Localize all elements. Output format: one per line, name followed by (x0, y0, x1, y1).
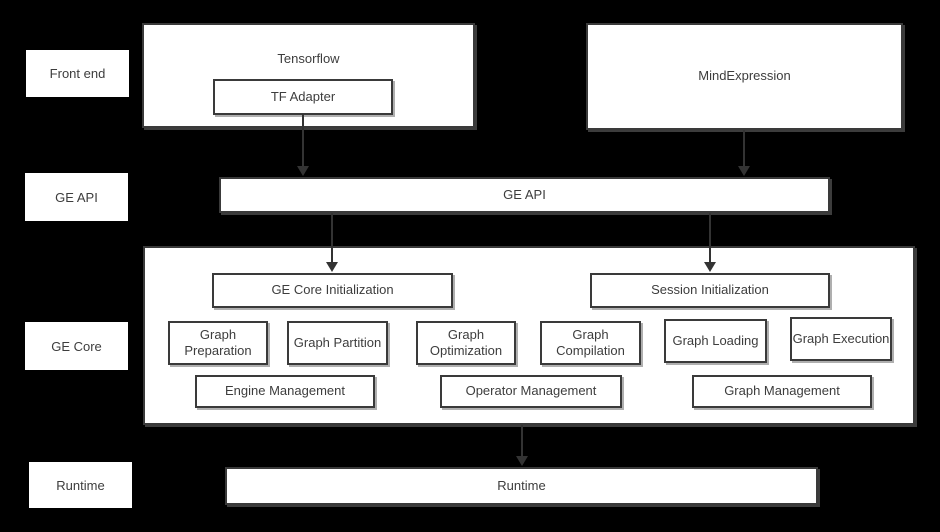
graph-compilation-box: Graph Compilation (540, 321, 641, 365)
ge-core-container: GE Core Initialization Session Initializ… (143, 246, 915, 425)
row-label-ge-core: GE Core (25, 322, 128, 370)
operator-management-box: Operator Management (440, 375, 622, 408)
arrow-shaft (302, 114, 304, 168)
graph-optimization-box: Graph Optimization (416, 321, 516, 365)
arrow-head (704, 262, 716, 272)
graph-partition-box: Graph Partition (287, 321, 388, 365)
arrow-head (297, 166, 309, 176)
engine-management-box: Engine Management (195, 375, 375, 408)
runtime-bar: Runtime (225, 467, 818, 505)
arrow-head (738, 166, 750, 176)
graph-loading-box: Graph Loading (664, 319, 767, 363)
graph-execution-box: Graph Execution (790, 317, 892, 361)
graph-management-box: Graph Management (692, 375, 872, 408)
arrow-tf-adapter-to-ge-api (297, 114, 309, 176)
row-label-ge-api: GE API (25, 173, 128, 221)
ge-core-initialization-box: GE Core Initialization (212, 273, 453, 308)
tf-adapter-box: TF Adapter (213, 79, 393, 115)
row-label-runtime: Runtime (29, 462, 132, 508)
ge-api-bar: GE API (219, 177, 830, 213)
session-initialization-box: Session Initialization (590, 273, 830, 308)
tensorflow-label: Tensorflow (277, 51, 340, 66)
arrow-shaft (331, 213, 333, 264)
arrow-ge-api-to-ge-core-initialization (326, 213, 338, 272)
arrow-shaft (709, 213, 711, 264)
arrow-ge-core-to-runtime (516, 425, 528, 466)
arrow-ge-api-to-session-initialization (704, 213, 716, 272)
arrow-head (516, 456, 528, 466)
row-label-front-end: Front end (26, 50, 129, 97)
mindexpression-box: MindExpression (586, 23, 903, 130)
arrow-head (326, 262, 338, 272)
arrow-shaft (521, 425, 523, 458)
arrow-mindexpression-to-ge-api (738, 130, 750, 176)
graph-preparation-box: Graph Preparation (168, 321, 268, 365)
arrow-shaft (743, 130, 745, 168)
